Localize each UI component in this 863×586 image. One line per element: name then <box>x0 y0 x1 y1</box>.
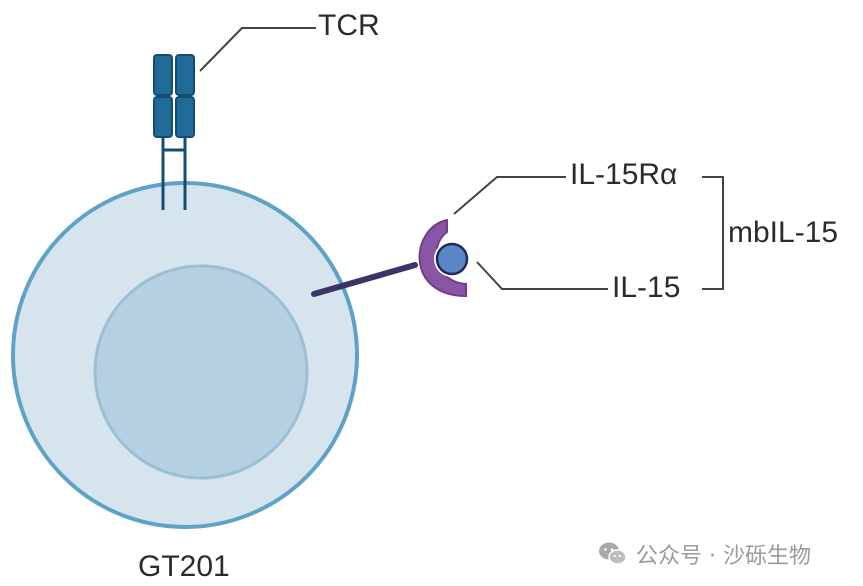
label-il15ra: IL-15Rα <box>570 158 678 191</box>
watermark: 公众号 · 沙砾生物 <box>598 538 811 570</box>
membrane-tether <box>311 262 418 297</box>
cell-nucleus <box>93 264 309 480</box>
wechat-icon <box>599 542 627 565</box>
mbil15-bracket <box>702 176 724 290</box>
label-tcr: TCR <box>318 9 380 42</box>
mbil15-construct <box>311 218 470 298</box>
label-mbil15: mbIL-15 <box>728 216 839 249</box>
watermark-text: 公众号 · 沙砾生物 <box>636 544 811 569</box>
leader-line-il15ra <box>453 176 566 215</box>
tcr-receptor <box>153 54 195 210</box>
il15ra-receptor <box>418 218 467 298</box>
leader-line-tcr <box>199 27 316 72</box>
leader-line-il15 <box>476 261 608 290</box>
label-il15: IL-15 <box>612 271 681 304</box>
label-cell-name: GT201 <box>138 550 230 583</box>
